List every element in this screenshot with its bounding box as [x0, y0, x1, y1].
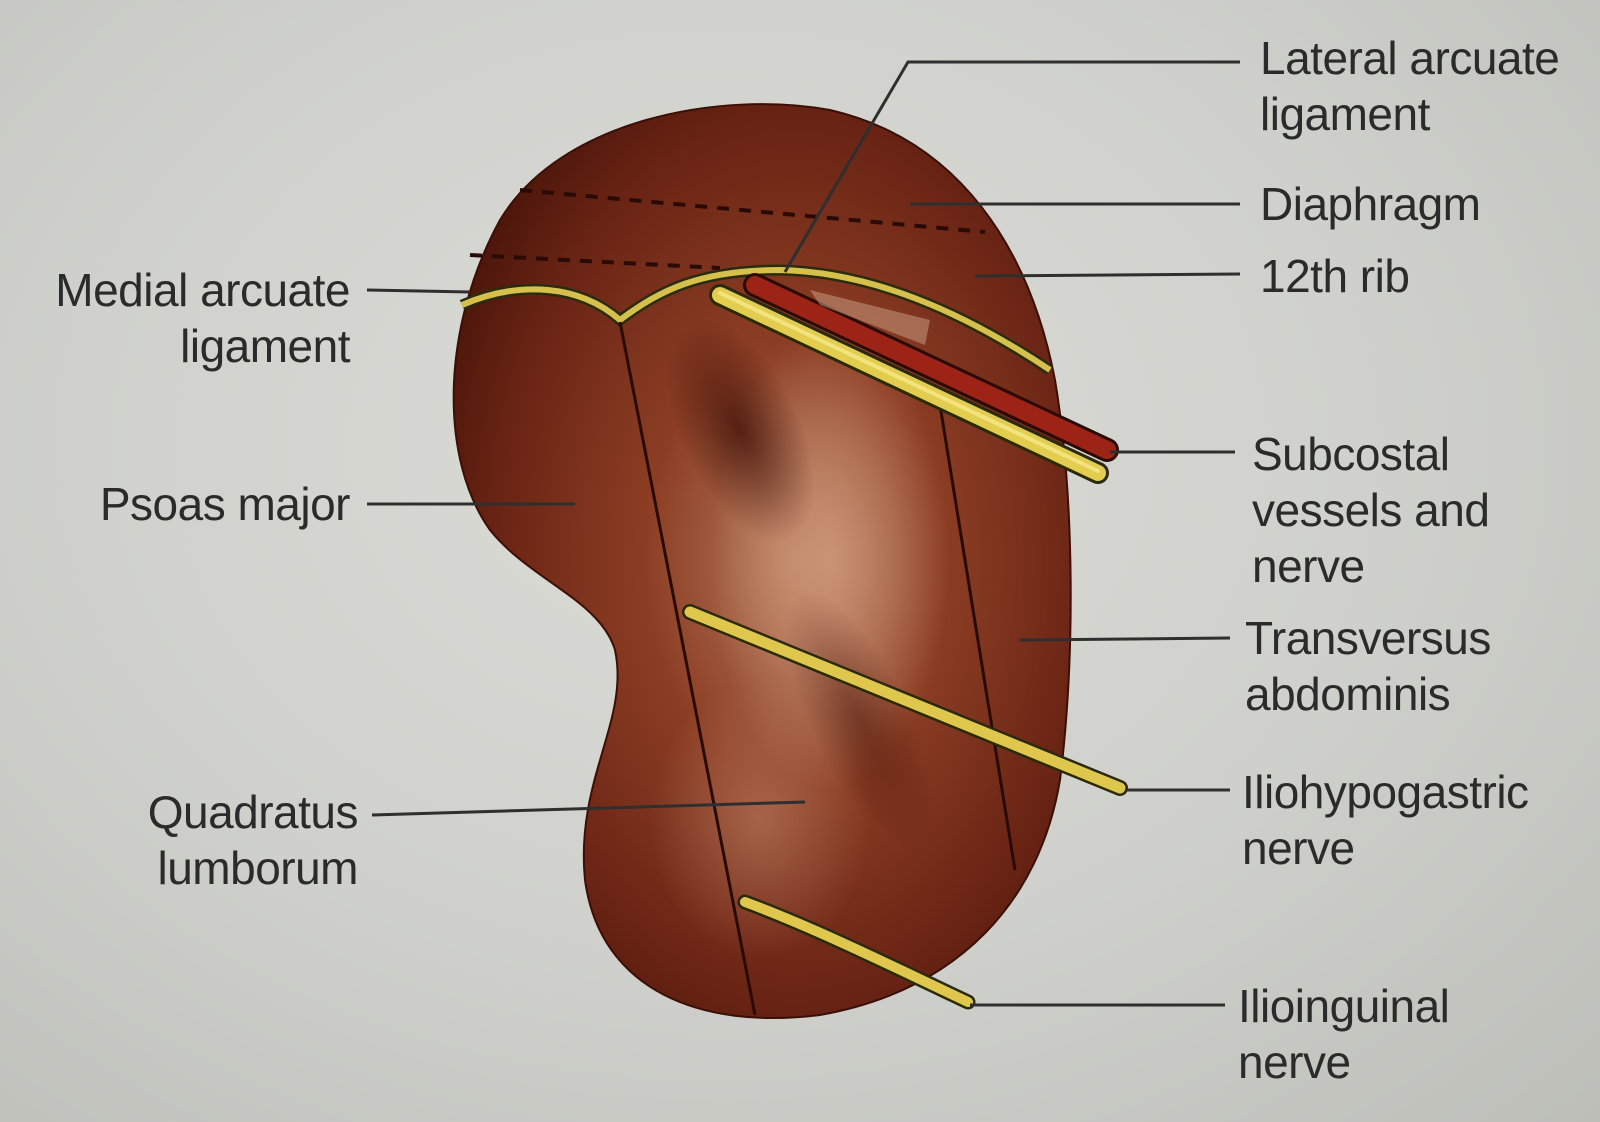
label-subcostal-vessels-and-nerve: Subcostal vessels and nerve [1252, 428, 1490, 592]
label-psoas-major: Psoas major [99, 478, 351, 530]
subcostal-bundle [709, 273, 1119, 484]
ilioinguinal-nerve-shape [737, 894, 976, 1010]
transversus-boundary-line [938, 404, 1017, 871]
label-transversus-abdominis: Transversus abdominis [1245, 612, 1491, 720]
leader-quadratus [371, 800, 806, 817]
leader-lines [366, 60, 1241, 1007]
label-iliohypogastric-nerve: Iliohypogastric nerve [1242, 766, 1529, 874]
dashed-line-lower [469, 253, 721, 270]
leader-transversus [1019, 636, 1231, 642]
iliohypogastric-nerve-shape [682, 604, 1128, 796]
dashed-line-upper [519, 188, 986, 234]
label-12th-rib: 12th rib [1260, 250, 1410, 302]
leader-lateral-arcuate [783, 60, 1240, 273]
label-medial-arcuate-ligament: Medial arcuate ligament [55, 264, 350, 372]
psoas-boundary-line [618, 321, 757, 1016]
label-ilioinguinal-nerve: Ilioinguinal nerve [1238, 980, 1450, 1088]
leader-12th-rib [974, 272, 1241, 278]
leader-medial-arcuate [366, 288, 471, 294]
label-lateral-arcuate-ligament: Lateral arcuate ligament [1260, 32, 1560, 140]
label-diaphragm: Diaphragm [1260, 178, 1481, 230]
label-quadratus-lumborum: Quadratus lumborum [147, 786, 359, 894]
